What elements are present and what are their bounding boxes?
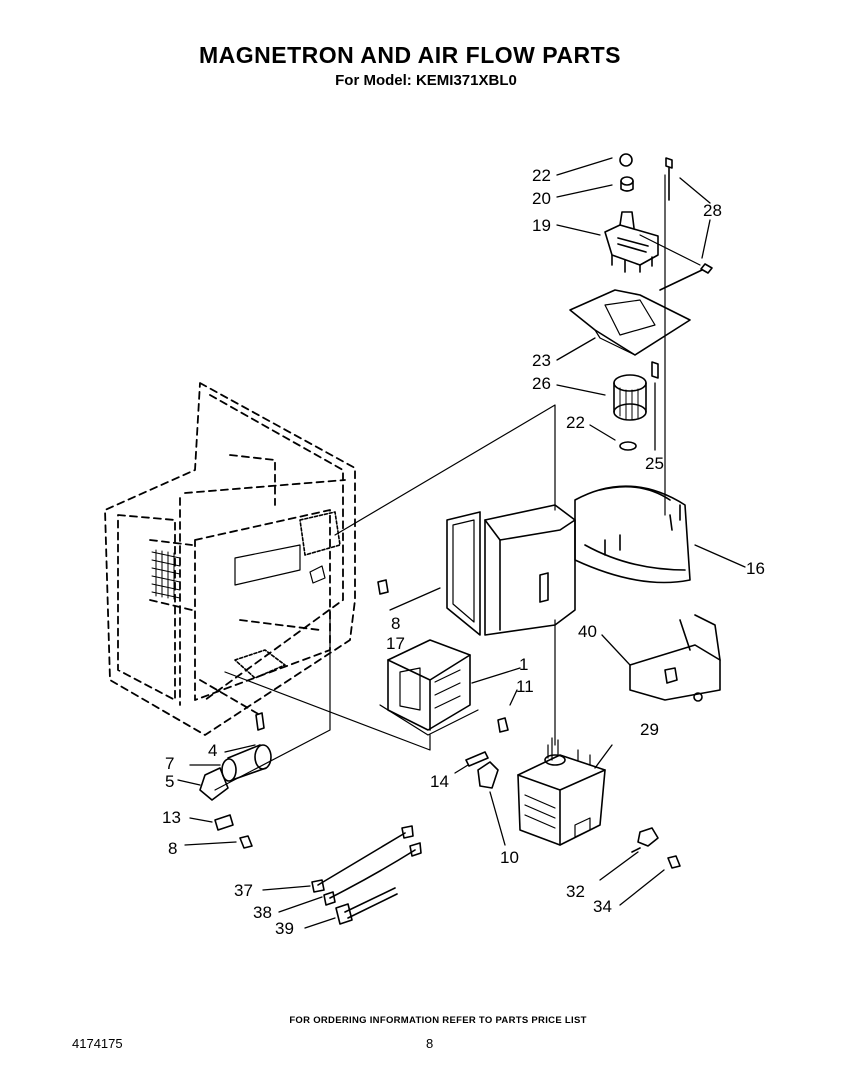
screw-part-11 <box>497 717 509 733</box>
model-subtitle: For Model: KEMI371XBL0 <box>335 72 517 89</box>
bracket-part-40 <box>629 614 721 702</box>
callout-32: 32 <box>566 882 585 901</box>
callout-29: 29 <box>640 720 659 739</box>
screw-part-8-lower <box>239 835 253 849</box>
washer-part-22-lower <box>619 441 637 451</box>
screw-part-28-side <box>659 263 713 291</box>
magnetron-part-29 <box>517 737 606 846</box>
thermal-cutout-part-32 <box>637 827 659 847</box>
page-number: 8 <box>426 1036 434 1051</box>
callout-20: 20 <box>532 189 551 208</box>
screw-part-34 <box>667 855 681 869</box>
callout-5: 5 <box>165 772 174 791</box>
callout-16: 16 <box>746 559 765 578</box>
screw-part-28-top <box>665 157 673 201</box>
fuse-part-14 <box>465 751 489 767</box>
fuse-holder-part-10 <box>477 761 499 789</box>
callout-labels: 22 20 19 28 23 26 22 25 16 8 17 40 1 11 … <box>162 166 765 938</box>
wire-harness-part-39 <box>335 887 398 925</box>
callout-37: 37 <box>234 881 253 900</box>
callout-17: 17 <box>386 634 405 653</box>
spacer-part-20 <box>620 176 634 186</box>
motor-bracket-part-23 <box>569 289 691 356</box>
callout-19: 19 <box>532 216 551 235</box>
callout-22-lower: 22 <box>566 413 585 432</box>
callout-28: 28 <box>703 201 722 220</box>
ordering-info-note: FOR ORDERING INFORMATION REFER TO PARTS … <box>289 1015 587 1026</box>
callout-11: 11 <box>516 677 534 696</box>
fan-motor-part-19 <box>604 211 659 273</box>
callout-8-lower: 8 <box>168 839 177 858</box>
washer-part-22-top <box>619 153 633 167</box>
air-duct-part-16 <box>574 485 691 584</box>
page-title: MAGNETRON AND AIR FLOW PARTS <box>198 42 621 68</box>
callout-40: 40 <box>578 622 597 641</box>
screw-part-4 <box>255 712 265 731</box>
callout-22-top: 22 <box>532 166 551 185</box>
callout-23: 23 <box>532 351 551 370</box>
transformer-part-1 <box>379 639 479 736</box>
wire-harness-part-37 <box>311 825 414 893</box>
callout-10: 10 <box>500 848 519 867</box>
waveguide-duct <box>484 504 576 636</box>
callout-26: 26 <box>532 374 551 393</box>
callout-34: 34 <box>593 897 612 916</box>
wire-harness-part-38 <box>323 842 422 906</box>
screw-part-8-upper <box>377 579 389 595</box>
callout-13: 13 <box>162 808 181 827</box>
callout-25: 25 <box>645 454 664 473</box>
callout-8-upper: 8 <box>391 614 400 633</box>
callout-leaders <box>177 157 746 929</box>
fan-blade-part-26 <box>613 374 647 421</box>
callout-7: 7 <box>165 754 174 773</box>
cavity-vent-grid <box>151 549 181 600</box>
capacitor-part-7 <box>221 744 272 782</box>
callout-4: 4 <box>208 741 217 760</box>
assembly-leader-lines <box>214 174 701 791</box>
document-number: 4174175 <box>72 1036 123 1051</box>
cavity-opening-lower <box>234 649 286 679</box>
callout-38: 38 <box>253 903 272 922</box>
oven-cavity-outline <box>104 382 356 736</box>
gasket-part-17 <box>446 511 481 636</box>
callout-1: 1 <box>519 655 528 674</box>
capacitor-bracket-part-5 <box>199 767 229 801</box>
diode-part-13 <box>214 814 234 831</box>
callout-14: 14 <box>430 772 449 791</box>
screw-part-25 <box>651 361 659 379</box>
cavity-opening-upper <box>299 511 341 556</box>
callout-39: 39 <box>275 919 294 938</box>
